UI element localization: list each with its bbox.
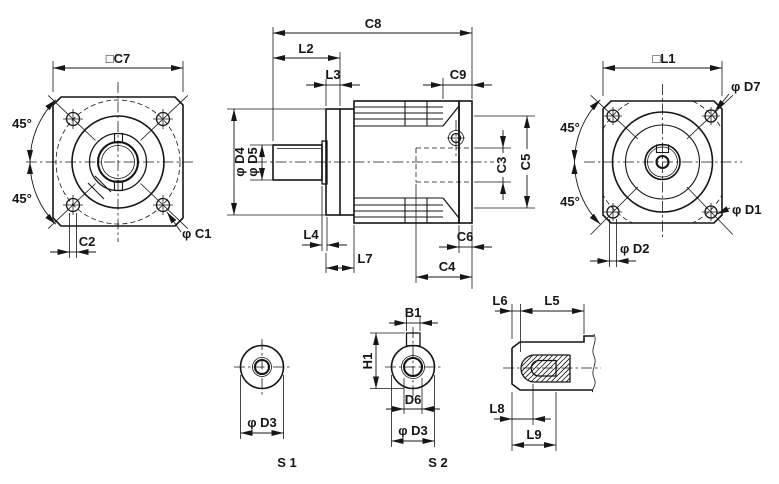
dimension-lines (494, 304, 585, 451)
dimension-lines (27, 61, 184, 258)
dim-label-angle-top-right: 45° (560, 120, 580, 135)
dim-label-d3-s1: φ D3 (247, 415, 277, 430)
dim-label-c9: C9 (450, 67, 467, 82)
dim-label-l8: L8 (489, 401, 504, 416)
dimension-lines (370, 317, 440, 447)
dim-label-l5: L5 (544, 293, 559, 308)
dimension-lines (571, 61, 731, 267)
dim-label-c4: C4 (439, 259, 456, 274)
output-flange-front-view: □C7 45° 45° C2 φ C1 (12, 51, 212, 258)
dim-label-angle-bottom-left: 45° (12, 191, 32, 206)
keyway-pocket (520, 354, 571, 383)
dim-label-c1: φ C1 (182, 226, 212, 241)
dim-label-l4: L4 (303, 227, 319, 242)
dim-label-h1: H1 (360, 353, 375, 370)
section-label-s2: S 2 (428, 455, 448, 470)
dim-label-d7: φ D7 (731, 79, 761, 94)
shaft-end-outline (511, 333, 596, 393)
dim-label-c7: □C7 (106, 51, 130, 66)
dim-label-c8: C8 (365, 16, 382, 31)
dim-label-d4: φ D4 (232, 146, 247, 176)
dim-label-d2: φ D2 (620, 241, 650, 256)
label-mask (519, 149, 535, 175)
dim-label-d3-s2: φ D3 (398, 423, 428, 438)
dim-label-d5: φ D5 (245, 147, 260, 177)
shaft-section-s1: φ D3 S 1 (234, 339, 297, 470)
mounting-holes (63, 109, 173, 215)
dim-label-angle-bottom-right: 45° (560, 194, 580, 209)
centerlines (26, 82, 194, 242)
input-flange-front-view: □L1 φ D7 45° 45° φ D1 φ D2 (560, 51, 762, 267)
gearbox-body-outline (272, 100, 473, 224)
shaft-section-s2: B1 H1 D6 φ D3 S 2 (360, 305, 448, 470)
dim-label-c5: C5 (518, 154, 533, 171)
label-mask (494, 153, 510, 177)
dim-label-l3: L3 (325, 67, 340, 82)
keyway-detail-view: L6 L5 L8 L9 (489, 293, 601, 451)
dim-label-d6: D6 (405, 392, 422, 407)
dim-label-c3: C3 (494, 157, 509, 174)
dim-label-c2: C2 (79, 234, 96, 249)
dim-label-l2: L2 (298, 41, 313, 56)
hatching (521, 355, 570, 382)
dim-label-b1: B1 (405, 305, 422, 320)
dim-label-angle-top-left: 45° (12, 116, 32, 131)
dim-label-l1: □L1 (652, 51, 675, 66)
key-profile (530, 359, 557, 377)
dimension-lines (240, 375, 284, 439)
dim-label-l7: L7 (357, 251, 372, 266)
dim-label-l9: L9 (526, 427, 541, 442)
dim-label-d1: φ D1 (732, 202, 762, 217)
dim-label-l6: L6 (492, 293, 507, 308)
flange-outline (52, 96, 184, 227)
dim-label-c6: C6 (457, 229, 474, 244)
side-view: C8 L2 L3 C9 φ D4 φ D5 C3 C5 L4 L7 C6 C4 (227, 16, 535, 289)
section-label-s1: S 1 (277, 455, 297, 470)
